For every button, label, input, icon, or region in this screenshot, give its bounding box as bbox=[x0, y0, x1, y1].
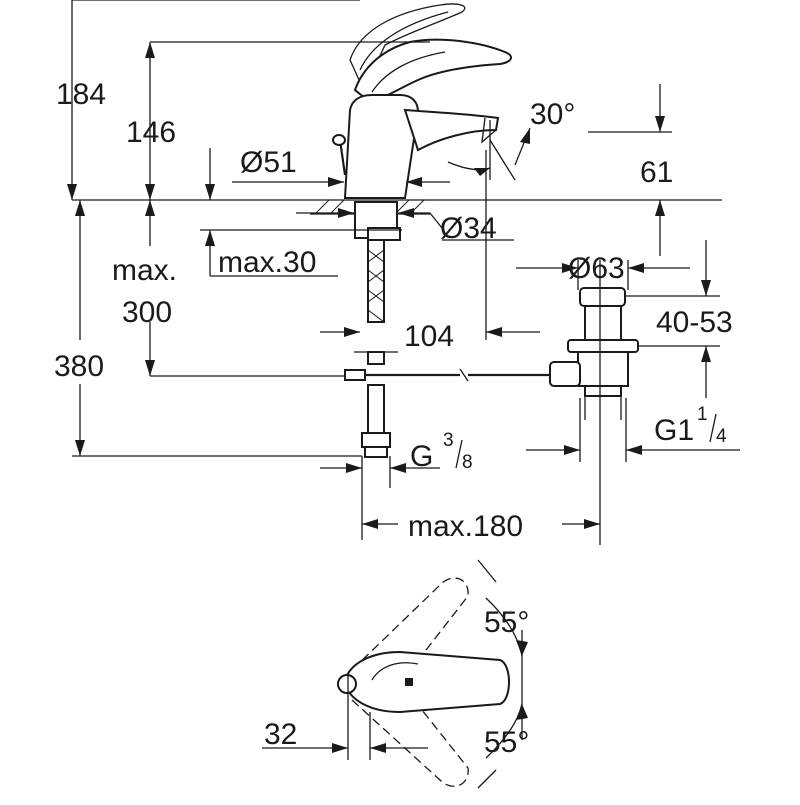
label-lever-rotation-top: 55° bbox=[484, 606, 529, 639]
dim-overall-height bbox=[67, 0, 360, 200]
lever-rotated-left bbox=[351, 577, 469, 691]
waste-thread-fraction-slash bbox=[709, 413, 717, 443]
dim-lever-height bbox=[145, 41, 430, 200]
faucet-body bbox=[343, 94, 420, 199]
supply-thread-fraction-slash bbox=[455, 439, 463, 469]
label-waste-thread-base: G1 bbox=[654, 414, 694, 447]
pop-up-waste bbox=[549, 260, 639, 545]
label-lever-height: 146 bbox=[126, 116, 176, 149]
dim-lever-offset bbox=[262, 743, 428, 753]
supply-connector bbox=[364, 446, 388, 458]
label-lever-offset: 32 bbox=[264, 718, 297, 751]
dim-below-deck-max bbox=[145, 200, 345, 377]
dim-deck-thickness bbox=[200, 229, 402, 277]
dim-waste-diameter bbox=[516, 260, 690, 290]
supply-hose bbox=[367, 239, 385, 323]
supply-fitting bbox=[361, 432, 391, 448]
pop-up-knob bbox=[332, 134, 347, 176]
dim-hole-diameter bbox=[296, 208, 514, 241]
lever-handle bbox=[353, 38, 512, 104]
lever-raised-inner bbox=[359, 11, 449, 71]
lever-top-view-inner bbox=[371, 662, 419, 681]
dim-spout-height bbox=[588, 84, 672, 256]
label-deck-thickness: max.30 bbox=[218, 246, 316, 279]
lever-top-view-indicator bbox=[405, 678, 413, 686]
dim-waste-adjust bbox=[624, 240, 720, 398]
hose-break bbox=[367, 351, 385, 365]
label-total-below: 380 bbox=[54, 350, 104, 383]
lever-top-view bbox=[344, 650, 510, 714]
label-below-deck-max-value: 300 bbox=[122, 296, 172, 329]
label-body-diameter: Ø51 bbox=[240, 146, 297, 179]
label-lever-rotation-bottom: 55° bbox=[484, 726, 529, 759]
side-elevation: 184 146 Ø51 30° bbox=[54, 0, 740, 545]
label-waste-diameter: Ø63 bbox=[568, 252, 625, 285]
hose-braid bbox=[367, 249, 385, 323]
dim-waste-thread bbox=[526, 398, 740, 462]
dim-pull-rod-reach bbox=[361, 488, 600, 540]
label-below-deck-max-prefix: max. bbox=[112, 254, 177, 287]
dim-supply-thread bbox=[320, 456, 440, 488]
dim-lever-rotation-bottom bbox=[477, 703, 528, 789]
label-pull-rod-reach: max.180 bbox=[408, 510, 523, 543]
label-spout-height: 61 bbox=[640, 156, 673, 189]
label-waste-adjust: 40-53 bbox=[656, 306, 733, 339]
label-hole-diameter: Ø34 bbox=[440, 212, 497, 245]
dim-spout-reach bbox=[320, 150, 540, 340]
label-waste-thread-den: 4 bbox=[716, 426, 727, 447]
label-spout-angle: 30° bbox=[530, 98, 575, 131]
label-supply-thread-base: G bbox=[410, 440, 433, 473]
dim-total-below bbox=[72, 200, 362, 457]
label-spout-reach: 104 bbox=[404, 320, 454, 353]
top-view: 55° 55° 32 bbox=[262, 559, 529, 789]
pull-rod bbox=[344, 368, 550, 382]
lever-handle-inner bbox=[371, 51, 446, 93]
label-supply-thread-num: 3 bbox=[443, 430, 454, 451]
supply-hose-lower bbox=[367, 384, 385, 434]
dim-body-diameter bbox=[205, 148, 450, 200]
pop-up-knob-top bbox=[337, 674, 357, 694]
label-overall-height: 184 bbox=[56, 78, 106, 111]
lever-rotated-right bbox=[351, 675, 469, 787]
label-supply-thread-den: 8 bbox=[462, 452, 473, 473]
spout-outlet bbox=[481, 117, 497, 144]
dim-lever-rotation-top bbox=[477, 559, 528, 657]
label-waste-thread-num: 1 bbox=[697, 404, 708, 425]
